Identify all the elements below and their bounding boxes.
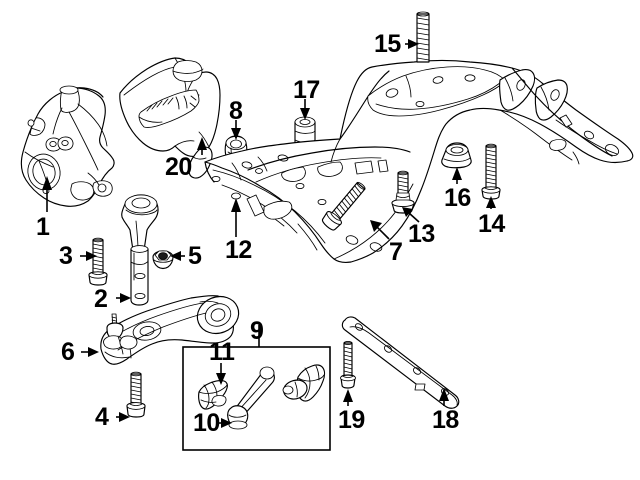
part-engine-mount-bracket[interactable] xyxy=(119,57,221,179)
part-brace-bolt[interactable] xyxy=(340,340,356,389)
callout-19[interactable]: 19 xyxy=(338,406,365,434)
part-stabilizer-link[interactable] xyxy=(121,194,159,306)
callout-18[interactable]: 18 xyxy=(432,406,459,434)
part-lower-control-arm[interactable] xyxy=(100,290,244,365)
part-steering-knuckle[interactable] xyxy=(20,85,115,207)
callout-4[interactable]: 4 xyxy=(95,403,109,431)
callout-12[interactable]: 12 xyxy=(225,236,252,264)
part-mount-bracket-small[interactable] xyxy=(198,380,228,410)
callout-1[interactable]: 1 xyxy=(36,213,50,241)
callout-10[interactable]: 10 xyxy=(193,409,220,437)
leader-lines xyxy=(42,39,496,428)
callout-14[interactable]: 14 xyxy=(478,210,505,238)
callout-9[interactable]: 9 xyxy=(250,317,264,345)
callout-5[interactable]: 5 xyxy=(188,242,202,270)
part-link-rod[interactable] xyxy=(227,366,275,430)
part-flange-nut[interactable] xyxy=(152,250,174,270)
part-second-bracket[interactable] xyxy=(282,364,326,402)
part-cradle-bolt-long[interactable] xyxy=(320,179,369,233)
callout-7[interactable]: 7 xyxy=(389,238,403,266)
part-threaded-stud[interactable] xyxy=(416,11,430,63)
part-cap-nut[interactable] xyxy=(441,142,472,169)
part-tie-brace-bar[interactable] xyxy=(341,316,460,409)
callout-8[interactable]: 8 xyxy=(229,97,243,125)
callout-2[interactable]: 2 xyxy=(94,285,108,313)
callout-17[interactable]: 17 xyxy=(293,76,320,104)
callout-6[interactable]: 6 xyxy=(61,338,75,366)
part-engine-cradle-subframe[interactable] xyxy=(204,59,634,263)
callout-11[interactable]: 11 xyxy=(209,338,235,366)
callout-3[interactable]: 3 xyxy=(59,242,73,270)
callout-16[interactable]: 16 xyxy=(444,184,471,212)
callout-13[interactable]: 13 xyxy=(408,220,435,248)
callout-20[interactable]: 20 xyxy=(165,153,192,181)
callout-15[interactable]: 15 xyxy=(374,30,401,58)
part-knuckle-bolt[interactable] xyxy=(88,237,108,286)
part-control-arm-bolt[interactable] xyxy=(126,371,146,418)
part-cradle-bolt-long-rear[interactable] xyxy=(481,143,501,200)
